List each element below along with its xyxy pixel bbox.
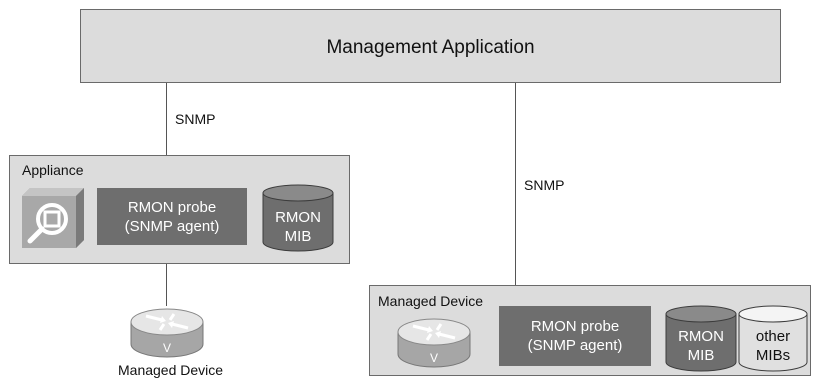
router-right-letter: V — [429, 351, 438, 365]
appliance-mib-line2: MIB — [284, 228, 312, 245]
managed-device-right-label: Managed Device — [378, 293, 484, 309]
device-other-line2: MIBs — [755, 347, 791, 364]
device-other-line1: other — [755, 328, 791, 345]
device-other-mibs-cylinder: other MIBs — [738, 305, 808, 372]
appliance-label: Appliance — [22, 162, 84, 178]
appliance-probe-icon — [22, 188, 84, 248]
device-mib-line1: RMON — [678, 328, 724, 345]
device-mib-line2: MIB — [687, 347, 715, 364]
appliance-probe-line2: (SNMP agent) — [124, 217, 220, 235]
connector-app-to-appliance — [166, 83, 167, 155]
appliance-probe-line1: RMON probe — [127, 198, 217, 216]
device-probe-line1: RMON probe — [530, 318, 620, 335]
snmp-label-right: SNMP — [524, 177, 565, 193]
appliance-rmon-probe-box: RMON probe (SNMP agent) — [97, 188, 247, 245]
connector-app-to-managed-device — [515, 83, 516, 285]
appliance-rmon-mib-cylinder: RMON MIB — [262, 184, 334, 252]
device-rmon-probe-box: RMON probe (SNMP agent) — [499, 306, 651, 366]
device-probe-line2: (SNMP agent) — [527, 337, 623, 354]
appliance-mib-line1: RMON — [275, 209, 321, 226]
router-icon-right: V — [397, 316, 471, 370]
router-icon-left: V — [130, 306, 204, 360]
management-application-label: Management Application — [326, 37, 535, 58]
snmp-label-left: SNMP — [175, 111, 216, 127]
device-rmon-mib-cylinder: RMON MIB — [665, 305, 737, 372]
connector-appliance-to-router — [166, 264, 167, 306]
management-application-box: Management Application — [80, 9, 781, 83]
managed-device-left-caption: Managed Device — [118, 362, 224, 378]
router-left-letter: V — [162, 341, 171, 355]
